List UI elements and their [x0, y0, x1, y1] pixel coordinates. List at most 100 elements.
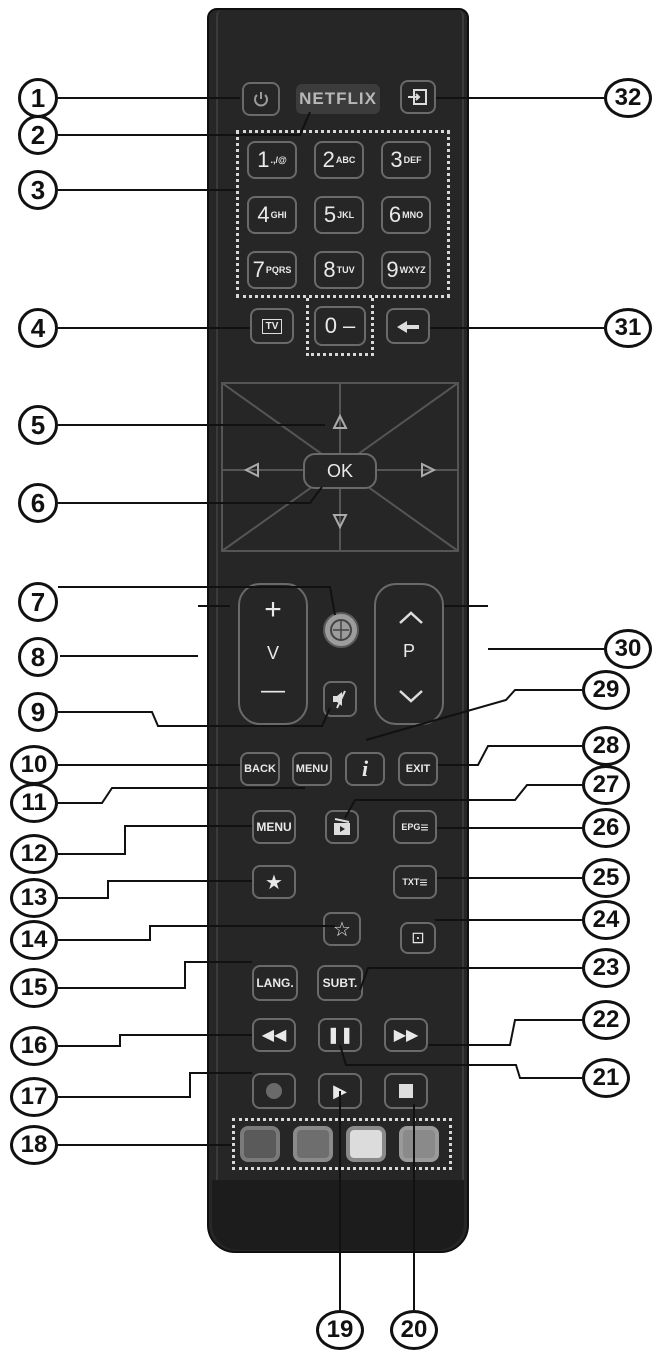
my-button[interactable]: ☆: [323, 912, 361, 946]
remote-bottom: [212, 1180, 464, 1250]
record-button[interactable]: [252, 1073, 296, 1109]
key-6-letters: MNO: [402, 210, 424, 220]
callout-25: 25: [582, 858, 630, 898]
pause-button[interactable]: ❚❚: [318, 1018, 362, 1052]
favourites-button[interactable]: ★: [252, 865, 296, 899]
callout-26: 26: [582, 808, 630, 848]
callout-11: 11: [10, 783, 58, 823]
txt-label: TXT: [402, 877, 420, 887]
callout-20: 20: [390, 1310, 438, 1350]
right-arrow-icon: [421, 462, 437, 478]
zoom-icon: ⊡: [411, 930, 425, 947]
menu-button[interactable]: MENU: [292, 752, 332, 786]
callout-18: 18: [10, 1125, 58, 1165]
callout-6: 6: [18, 483, 58, 523]
callout-14: 14: [10, 920, 58, 960]
rewind-button[interactable]: ◀◀: [252, 1018, 296, 1052]
info-button[interactable]: i: [345, 752, 385, 786]
volume-down-label: —: [261, 677, 285, 704]
remote-edge: [216, 10, 464, 1248]
power-icon: [254, 92, 268, 107]
swap-button[interactable]: [386, 308, 430, 344]
media-play-icon: [334, 818, 350, 835]
callout-21: 21: [582, 1058, 630, 1098]
source-button[interactable]: [400, 80, 436, 114]
tv-button[interactable]: TV: [250, 308, 294, 344]
star-icon: ★: [265, 871, 283, 894]
callout-3: 3: [18, 170, 58, 210]
quick-menu-button[interactable]: MENU: [252, 810, 296, 844]
assistant-button[interactable]: [323, 612, 359, 648]
color-keys-frame: [232, 1118, 452, 1170]
callout-8: 8: [18, 637, 58, 677]
green-key[interactable]: [293, 1126, 333, 1162]
key-3-letters: DEF: [403, 155, 422, 165]
netflix-button[interactable]: NETFLIX: [296, 84, 380, 114]
key-1-digit: 1: [257, 147, 270, 172]
text-button[interactable]: TXT≡: [393, 865, 437, 899]
up-arrow-icon: [332, 413, 348, 429]
callout-22: 22: [582, 1000, 630, 1040]
program-down-icon: [399, 690, 423, 703]
callout-10: 10: [10, 745, 58, 785]
volume-up-label: +: [264, 593, 282, 626]
callout-15: 15: [10, 968, 58, 1008]
callout-24: 24: [582, 900, 630, 940]
volume-rocker[interactable]: + V —: [238, 583, 308, 725]
back-button[interactable]: BACK: [240, 752, 280, 786]
key-4-letters: GHI: [270, 210, 287, 220]
key-9-digit: 9: [386, 257, 399, 282]
key-3-digit: 3: [390, 147, 403, 172]
program-rocker[interactable]: P: [374, 583, 444, 725]
epg-button[interactable]: EPG≡: [393, 810, 437, 844]
yellow-key[interactable]: [346, 1126, 386, 1162]
key-2-digit: 2: [322, 147, 335, 172]
key-1[interactable]: 1.,/@: [247, 141, 297, 179]
power-button[interactable]: [242, 82, 280, 116]
key-4-digit: 4: [257, 202, 270, 227]
language-button[interactable]: LANG.: [252, 965, 298, 1001]
key-5-digit: 5: [323, 202, 337, 227]
fast-forward-button[interactable]: ▶▶: [384, 1018, 428, 1052]
callout-29: 29: [582, 670, 630, 710]
left-arrow-icon: [243, 462, 259, 478]
callout-32: 32: [604, 78, 652, 118]
callout-12: 12: [10, 834, 58, 874]
record-icon: [266, 1083, 282, 1099]
back-label: BACK: [244, 763, 276, 775]
callout-16: 16: [10, 1026, 58, 1066]
red-key[interactable]: [240, 1126, 280, 1162]
exit-label: EXIT: [405, 763, 431, 775]
swap-arrows-icon: [397, 321, 419, 333]
callout-4: 4: [18, 308, 58, 348]
stop-button[interactable]: [384, 1073, 428, 1109]
tv-label: TV: [261, 318, 283, 334]
callout-27: 27: [582, 765, 630, 805]
program-up-icon: [399, 611, 423, 624]
callout-2: 2: [18, 115, 58, 155]
key-8-letters: TUV: [336, 265, 355, 275]
callout-31: 31: [604, 308, 652, 348]
key-7-letters: PQRS: [265, 265, 292, 275]
zero-key-frame: [306, 298, 374, 356]
zoom-button[interactable]: ⊡: [400, 922, 436, 954]
media-browser-button[interactable]: [325, 810, 359, 844]
language-label: LANG.: [256, 976, 294, 990]
exit-button[interactable]: EXIT: [398, 752, 438, 786]
key-0[interactable]: 0 –: [314, 306, 366, 346]
key-5-letters: JKL: [337, 210, 355, 220]
blue-key[interactable]: [399, 1126, 439, 1162]
subtitles-button[interactable]: SUBT.: [317, 965, 363, 1001]
callout-1: 1: [18, 78, 58, 118]
ok-button[interactable]: OK: [303, 453, 377, 489]
callout-13: 13: [10, 878, 58, 918]
